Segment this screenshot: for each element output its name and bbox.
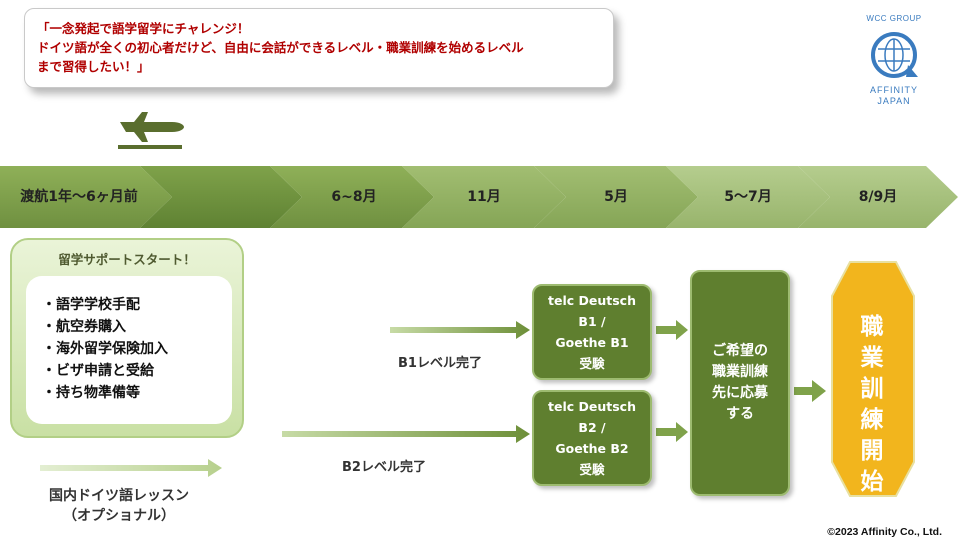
timeline-label-3: 6~8月 [331, 189, 377, 205]
support-item: ・海外留学保険加入 [42, 341, 168, 357]
timeline-label-6: 5〜7月 [724, 189, 772, 205]
timeline-step-7 [798, 166, 958, 228]
quote-line-3: まで習得したい！」 [37, 59, 150, 74]
final-char: 開 [860, 438, 884, 464]
exam-b2-line: B2 / [578, 420, 606, 435]
airplane-icon [118, 112, 184, 149]
support-item: ・持ち物準備等 [42, 385, 140, 401]
final-char: 訓 [860, 376, 884, 402]
logo-group-text: WCC GROUP [866, 14, 922, 23]
support-list: ・語学学校手配 ・航空券購入 ・海外留学保険加入 ・ビザ申請と受給 ・持ち物準備… [26, 276, 232, 424]
b1-complete-label: B1レベル完了 [398, 356, 482, 371]
apply-training-box: ご希望の 職業訓練 先に応募 する [690, 270, 790, 496]
arrow-b2 [282, 425, 530, 443]
domestic-line-2: （オプショナル） [63, 508, 175, 524]
training-start-text: 職 業 訓 練 開 始 [848, 312, 896, 498]
timeline-label-4: 11月 [467, 189, 501, 205]
apply-line: 職業訓練 [712, 364, 768, 380]
support-title: 留学サポートスタート！ [58, 252, 196, 267]
arrow-b1 [390, 321, 530, 339]
company-logo: WCC GROUP AFFINITY JAPAN [855, 14, 933, 124]
final-char: 職 [860, 314, 884, 340]
timeline-label-1: 渡航1年〜6ヶ月前 [20, 189, 138, 205]
exam-b1-line: telc Deutsch [548, 293, 636, 308]
timeline-bar [0, 166, 958, 228]
timeline-step-3 [270, 166, 434, 228]
timeline-label-7: 8/9月 [858, 189, 898, 205]
support-item: ・航空券購入 [42, 319, 126, 335]
timeline-step-4 [402, 166, 566, 228]
support-item: ・ビザ申請と受給 [42, 363, 154, 379]
timeline-step-1 [0, 166, 172, 228]
exam-b2-line: telc Deutsch [548, 399, 636, 414]
exam-b2-line: Goethe B2 [555, 441, 629, 456]
domestic-lesson-label: 国内ドイツ語レッスン （オプショナル） [14, 486, 224, 526]
logo-name-line1: AFFINITY [870, 85, 918, 95]
quote-line-1: 「一念発起で語学留学にチャレンジ！ [37, 21, 250, 36]
final-char: 始 [860, 469, 884, 495]
exam-b2-box: telc Deutsch B2 / Goethe B2 受験 [532, 390, 652, 486]
exam-b1-box: telc Deutsch B1 / Goethe B1 受験 [532, 284, 652, 380]
exam-b1-line: 受験 [579, 356, 605, 371]
globe-logo-icon [871, 32, 918, 78]
copyright: ©2023 Affinity Co., Ltd. [827, 526, 942, 538]
arrow-domestic [40, 459, 222, 477]
exam-b2-line: 受験 [579, 462, 605, 477]
exam-b1-line: B1 / [578, 314, 606, 329]
quote-box: 「一念発起で語学留学にチャレンジ！ ドイツ語が全くの初心者だけど、自由に会話がで… [24, 8, 614, 88]
arrow-b1-apply [656, 320, 688, 340]
exam-b1-line: Goethe B1 [555, 335, 629, 350]
final-char: 練 [860, 407, 884, 433]
apply-line: ご希望の [712, 343, 768, 359]
arrow-apply-final [794, 380, 826, 402]
arrow-b2-apply [656, 422, 688, 442]
timeline-label-5: 5月 [604, 189, 628, 205]
timeline-step-6 [666, 166, 830, 228]
final-shape [831, 261, 915, 497]
logo-name-line2: JAPAN [877, 96, 911, 106]
b2-complete-label: B2レベル完了 [342, 460, 426, 475]
support-item: ・語学学校手配 [42, 297, 140, 313]
domestic-line-1: 国内ドイツ語レッスン [49, 488, 189, 504]
final-char: 業 [860, 345, 884, 371]
apply-line: 先に応募 [712, 385, 768, 401]
timeline-step-5 [534, 166, 698, 228]
apply-line: する [726, 406, 754, 422]
quote-line-2: ドイツ語が全くの初心者だけど、自由に会話ができるレベル・職業訓練を始めるレベル [37, 40, 524, 55]
timeline-step-2 [140, 166, 302, 228]
